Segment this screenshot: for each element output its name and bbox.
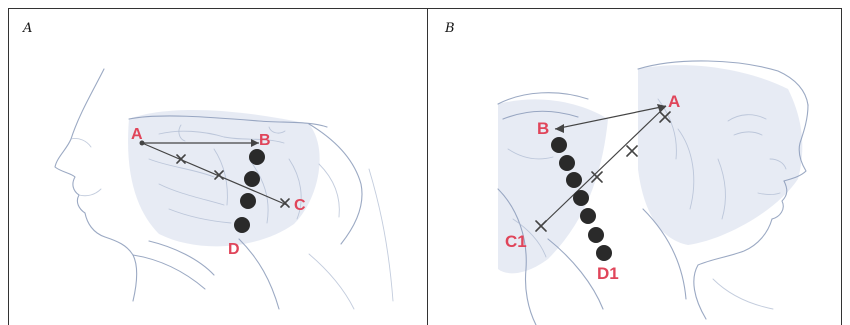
x-mark-b2 bbox=[627, 146, 637, 156]
label-point-a: A bbox=[131, 126, 143, 143]
head-sketch-b-right bbox=[638, 61, 808, 319]
dot bbox=[249, 149, 265, 165]
label-point-b: B bbox=[259, 132, 271, 149]
head-sketch-a bbox=[55, 69, 393, 309]
panel-b-illustration: A B C1 D1 bbox=[428, 9, 841, 325]
label-point-c: C bbox=[294, 197, 306, 214]
label-point-a: A bbox=[668, 92, 680, 111]
dot bbox=[234, 217, 250, 233]
dot bbox=[559, 155, 575, 171]
dot bbox=[580, 208, 596, 224]
dot bbox=[551, 137, 567, 153]
dot bbox=[588, 227, 604, 243]
dot bbox=[240, 193, 256, 209]
label-point-d1: D1 bbox=[597, 264, 619, 283]
panel-a-illustration: A B C D bbox=[9, 9, 427, 325]
dot bbox=[573, 190, 589, 206]
dot bbox=[566, 172, 582, 188]
panel-a-letter: A bbox=[23, 21, 32, 36]
label-point-d: D bbox=[228, 241, 240, 258]
panel-b: A B C1 D1 B bbox=[428, 9, 841, 325]
dot bbox=[596, 245, 612, 261]
dot bbox=[244, 171, 260, 187]
label-point-b: B bbox=[537, 119, 549, 138]
panel-b-letter: B bbox=[445, 21, 455, 36]
label-point-c1: C1 bbox=[505, 232, 527, 251]
panel-a: A B C D A bbox=[9, 9, 427, 325]
